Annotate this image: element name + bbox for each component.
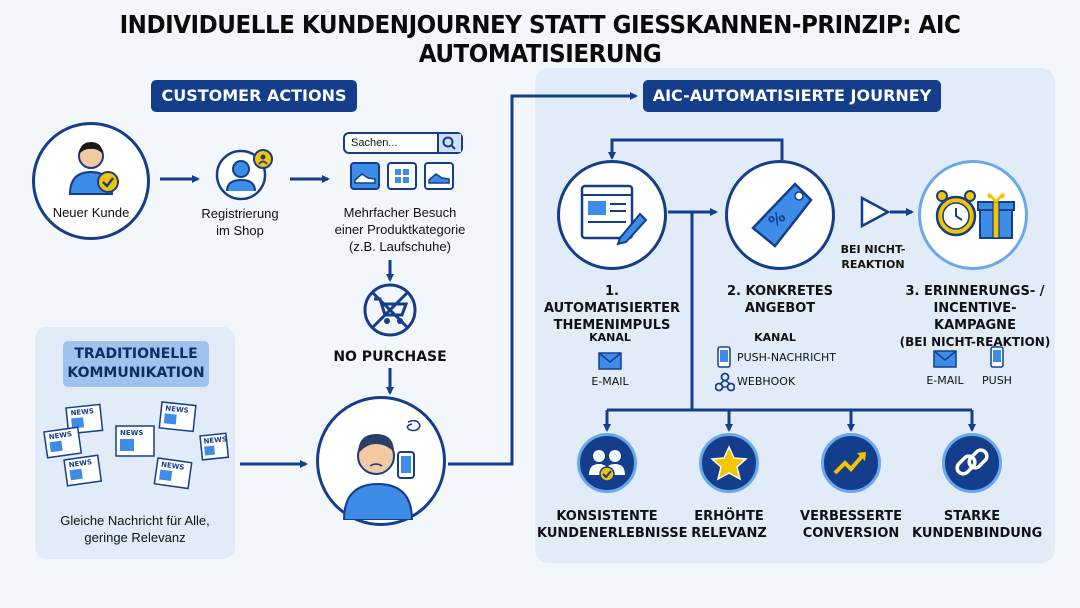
registration-icon xyxy=(215,149,273,201)
svg-text:NEWS: NEWS xyxy=(161,461,185,472)
new-customer-icon xyxy=(68,142,119,195)
no-reaction-line1: BEI NICHT- xyxy=(840,243,906,256)
step3-email-label: E-MAIL xyxy=(926,374,964,387)
confused-customer-icon xyxy=(342,419,421,520)
benefit2-line1: ERHÖHTE xyxy=(694,509,764,524)
newspaper-icon: NEWS xyxy=(199,432,230,461)
journey-header: AIC-AUTOMATISIERTE JOURNEY xyxy=(643,80,941,112)
benefit2-line2: RELEVANZ xyxy=(691,526,767,541)
arrow-customer-to-journey xyxy=(448,92,638,466)
benefit3-line1: VERBESSERTE xyxy=(800,509,902,524)
email-icon xyxy=(933,350,957,368)
arrow-loop-back xyxy=(608,138,784,160)
newspaper-icon: NEWS xyxy=(158,401,197,433)
benefit4-circle xyxy=(942,433,1002,493)
svg-text:NEWS: NEWS xyxy=(165,404,189,414)
star-icon xyxy=(710,445,748,481)
newspaper-icon: NEWS xyxy=(115,425,155,457)
benefit1-line2: KUNDENERLEBNISSE xyxy=(537,526,688,541)
search-button[interactable] xyxy=(437,134,461,152)
new-customer-label: Neuer Kunde xyxy=(52,205,130,220)
registration-label-line1: Registrierung xyxy=(201,206,279,221)
svg-text:NEWS: NEWS xyxy=(120,429,143,437)
benefit3-line2: CONVERSION xyxy=(802,526,900,541)
step3-label-line2: INCENTIVE-KAMPAGNE xyxy=(933,301,1017,333)
smartphone-icon xyxy=(717,346,731,368)
traditional-header-line1: TRADITIONELLE xyxy=(74,346,198,362)
smartphone-icon xyxy=(990,346,1004,368)
push-message-label: PUSH-NACHRICHT xyxy=(737,351,836,364)
no-reaction-line2: REAKTION xyxy=(841,258,905,271)
step3-push-label: PUSH xyxy=(982,374,1012,387)
no-reaction-triangle xyxy=(860,195,891,229)
benefit4-line1: STARKE xyxy=(943,509,1001,524)
chain-link-icon xyxy=(955,448,989,476)
users-check-icon xyxy=(589,450,625,482)
step3-label-line1: 3. ERINNERUNGS- / xyxy=(905,284,1045,299)
visit-label-line3: (z.B. Laufschuhe) xyxy=(349,239,451,254)
step1-channel-label: KANAL xyxy=(589,331,631,344)
step2-label-line1: 2. KONKRETES xyxy=(726,284,833,299)
search-input[interactable]: Sachen... xyxy=(343,132,463,154)
newspaper-icon: NEWS xyxy=(153,457,193,490)
traditional-header-line2: KOMMUNIKATION xyxy=(67,365,205,381)
step2-label-line2: ANGEBOT xyxy=(744,301,816,316)
grid-icon xyxy=(395,169,409,183)
search-icon xyxy=(442,136,456,150)
step2-channel-label: KANAL xyxy=(754,331,796,344)
step1-label-line1: 1. AUTOMATISIERTER xyxy=(543,284,681,316)
webhook-icon xyxy=(715,372,735,392)
newspaper-icon: NEWS xyxy=(43,426,83,459)
step1-label-line2: THEMENIMPULS xyxy=(553,318,671,333)
alarm-gift-icon xyxy=(935,190,1015,239)
visit-label-line1: Mehrfacher Besuch xyxy=(343,205,457,220)
step3-label-line3: (BEI NICHT-REAKTION) xyxy=(899,335,1051,349)
svg-text:NEWS: NEWS xyxy=(203,435,227,445)
shoe-icon xyxy=(428,173,450,184)
visit-label-line2: einer Produktkategorie xyxy=(334,222,466,237)
traditional-header: TRADITIONELLE KOMMUNIKATION xyxy=(63,341,209,387)
shoe-icon xyxy=(354,173,376,184)
step2-circle xyxy=(725,160,835,270)
benefit3-circle xyxy=(821,433,881,493)
product-tile-shoe[interactable] xyxy=(424,162,454,190)
no-purchase-label: NO PURCHASE xyxy=(333,349,447,365)
benefit4-line2: KUNDENBINDUNG xyxy=(912,526,1043,541)
product-tile-grid[interactable] xyxy=(387,162,417,190)
product-tile-shoe-active[interactable] xyxy=(350,162,380,190)
newspaper-icons: NEWS NEWS NEWS NEWS NEWS NEWS NEWS xyxy=(43,401,230,490)
no-cart-icon xyxy=(363,283,417,337)
email-icon xyxy=(598,352,622,370)
newspaper-icon: NEWS xyxy=(63,454,103,487)
price-tag-icon: % xyxy=(751,182,813,248)
page-title: INDIVIDUELLE KUNDENJOURNEY STATT GIESSKA… xyxy=(119,10,961,68)
svg-text:NEWS: NEWS xyxy=(68,458,92,469)
svg-text:NEWS: NEWS xyxy=(48,430,72,441)
search-placeholder: Sachen... xyxy=(351,137,398,149)
webhook-label: WEBHOOK xyxy=(737,375,796,388)
trend-up-icon xyxy=(833,452,866,475)
benefit1-line1: KONSISTENTE xyxy=(556,509,658,524)
traditional-caption-line1: Gleiche Nachricht für Alle, xyxy=(60,513,210,528)
newspaper-icon: NEWS xyxy=(65,403,104,435)
svg-text:NEWS: NEWS xyxy=(70,407,94,417)
step1-email-label: E-MAIL xyxy=(591,375,629,388)
registration-label-line2: im Shop xyxy=(216,223,264,238)
document-edit-icon xyxy=(580,184,648,246)
customer-actions-header: CUSTOMER ACTIONS xyxy=(151,80,357,112)
traditional-caption-line2: geringe Relevanz xyxy=(84,530,186,545)
benefit1-circle xyxy=(577,433,637,493)
